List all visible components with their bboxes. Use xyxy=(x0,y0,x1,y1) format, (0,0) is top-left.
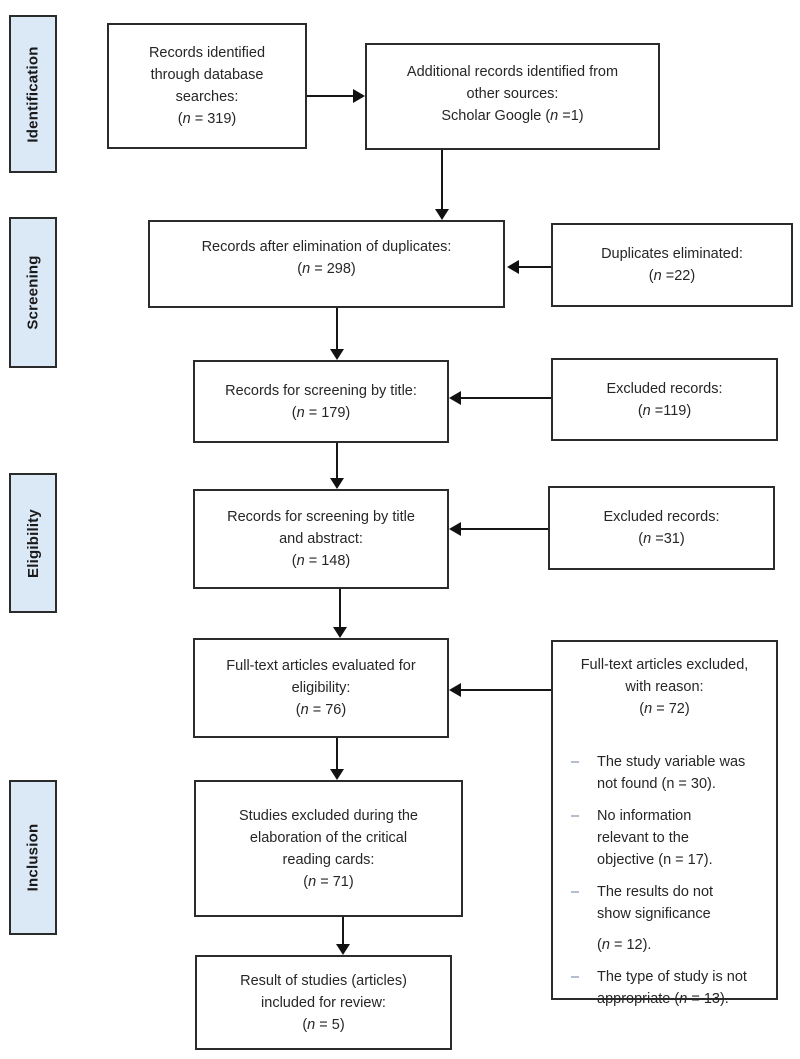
text-line: Records for screening by title: xyxy=(225,382,417,399)
box-after-duplicates: Records after elimination of duplicates:… xyxy=(148,220,505,308)
text-line: reading cards: xyxy=(282,851,375,868)
text-line: objective (n = 17). xyxy=(597,852,713,868)
arrow-left-icon xyxy=(449,391,461,405)
stage-identification-label: Identification xyxy=(24,45,42,143)
text-line: Records for screening by title xyxy=(227,509,415,525)
stage-eligibility: Eligibility xyxy=(9,473,57,613)
text-line: not found (n = 30). xyxy=(597,776,716,792)
text-line: (n = 71) xyxy=(303,873,354,890)
arrow-left-icon xyxy=(449,683,461,697)
text-line: Excluded records: xyxy=(603,509,720,525)
arrow-eliminated-to-after-line xyxy=(519,266,551,268)
text-line: through database xyxy=(150,67,264,83)
text-line: Records after elimination of duplicates: xyxy=(201,239,452,255)
stage-screening: Screening xyxy=(9,217,57,368)
arrow-fulltext-to-cards-line xyxy=(336,738,338,770)
dash-bullet-icon: – xyxy=(571,969,580,985)
text-line: Full-text articles excluded, xyxy=(580,657,749,673)
text-line: elaboration of the critical xyxy=(249,829,408,846)
text-line: (n =22) xyxy=(648,268,696,284)
box-screening-title-abstract: Records for screening by title and abstra… xyxy=(193,489,449,589)
arrow-after-to-title-line xyxy=(336,308,338,350)
box-fulltext-evaluated: Full-text articles evaluated for eligibil… xyxy=(193,638,449,738)
text-line: and abstract: xyxy=(279,531,363,547)
text-line: appropriate (n = 13). xyxy=(597,991,729,1007)
arrow-down-icon xyxy=(330,349,344,360)
text-line: No information xyxy=(597,808,692,824)
exclusion-reason-text: The study variable was not found (n = 30)… xyxy=(597,752,766,796)
exclusion-reason-text: The type of study is not appropriate (n =… xyxy=(597,967,766,1011)
arrow-abstract-to-fulltext-line xyxy=(339,589,341,628)
text-line: (n = 76) xyxy=(295,702,347,718)
dash-bullet-icon: – xyxy=(571,884,580,900)
exclusion-reason-item: – The results do not show significance (n =… xyxy=(561,882,768,957)
dash-bullet-icon: – xyxy=(571,808,580,824)
text-line: Records identified xyxy=(148,45,266,61)
arrow-excluded31-line xyxy=(461,528,548,530)
text-line: (n = 5) xyxy=(302,1016,345,1033)
box-excluded-records-abstract: Excluded records: (n =31) xyxy=(548,486,775,570)
text-line: Result of studies (articles) xyxy=(240,972,407,989)
exclusion-reason-item: – No information relevant to the objective … xyxy=(561,806,768,872)
text-line: The type of study is not xyxy=(597,969,747,985)
arrow-left-icon xyxy=(449,522,461,536)
stage-eligibility-label: Eligibility xyxy=(24,508,42,578)
text-line: other sources: xyxy=(466,85,559,102)
box-studies-excluded-cards: Studies excluded during the elaboration o… xyxy=(194,780,463,917)
exclusion-reason-item: – The type of study is not appropriate (n … xyxy=(561,967,768,1011)
text-line: searches: xyxy=(175,89,239,105)
text-line: (n =31) xyxy=(638,531,685,547)
text-line: The study variable was xyxy=(597,754,746,770)
exclusion-reason-text: The results do not show significance (n = … xyxy=(597,882,766,957)
text-line: relevant to the xyxy=(597,830,689,846)
text-line: (n = 12). xyxy=(597,937,652,953)
box-included-for-review: Result of studies (articles) included for… xyxy=(195,955,452,1050)
stage-inclusion-label: Inclusion xyxy=(24,823,42,892)
arrow-down-icon xyxy=(330,478,344,489)
text-line: included for review: xyxy=(261,994,386,1011)
text-line: (n = 148) xyxy=(291,553,351,569)
text-line: Scholar Google (n =1) xyxy=(441,107,584,124)
arrow-down-icon xyxy=(435,209,449,220)
stage-identification: Identification xyxy=(9,15,57,173)
box-excluded-records-title: Excluded records: (n =119) xyxy=(551,358,778,441)
text-line: with reason: xyxy=(625,679,704,695)
fulltext-excluded-header: Full-text articles excluded, with reason:… xyxy=(581,654,749,720)
text-line: Additional records identified from xyxy=(406,63,619,80)
text-line: The results do not xyxy=(597,884,714,900)
arrow-title-to-abstract-line xyxy=(336,443,338,479)
arrow-cards-to-result-line xyxy=(342,917,344,945)
arrow-fulltext-excluded-line xyxy=(461,689,551,691)
text-line: (n = 298) xyxy=(297,261,356,277)
text-line: (n = 319) xyxy=(177,111,237,127)
text-line: (n =119) xyxy=(637,402,692,419)
box-records-identified: Records identified through database search… xyxy=(107,23,307,149)
text-line: Duplicates eliminated: xyxy=(601,246,743,262)
text-line: (n = 179) xyxy=(291,404,351,421)
box-additional-records: Additional records identified from other … xyxy=(365,43,660,150)
box-fulltext-excluded: Full-text articles excluded, with reason:… xyxy=(551,640,778,1007)
exclusion-reason-item: – The study variable was not found (n = 30… xyxy=(561,752,768,796)
arrow-right-icon xyxy=(353,89,365,103)
text-line: Excluded records: xyxy=(606,380,723,397)
text-line: (n = 72) xyxy=(639,701,690,717)
text-line: Studies excluded during the xyxy=(239,807,418,824)
arrow-identified-to-additional-line xyxy=(307,95,355,97)
text-line: show significance xyxy=(597,906,711,922)
arrow-excluded119-line xyxy=(461,397,551,399)
arrow-left-icon xyxy=(507,260,519,274)
arrow-down-icon xyxy=(330,769,344,780)
arrow-down-icon xyxy=(336,944,350,955)
exclusion-reason-text: No information relevant to the objective (… xyxy=(597,806,766,872)
exclusion-reasons-list: – The study variable was not found (n = 30… xyxy=(561,742,768,1011)
dash-bullet-icon: – xyxy=(571,754,580,770)
text-line: eligibility: xyxy=(291,680,351,696)
text-line: Full-text articles evaluated for xyxy=(226,658,416,674)
box-duplicates-eliminated: Duplicates eliminated: (n =22) xyxy=(551,223,793,307)
arrow-additional-to-duplicates-line xyxy=(441,150,443,210)
stage-screening-label: Screening xyxy=(24,255,42,330)
arrow-down-icon xyxy=(333,627,347,638)
box-screening-by-title: Records for screening by title: (n = 179) xyxy=(193,360,449,443)
stage-inclusion: Inclusion xyxy=(9,780,57,935)
